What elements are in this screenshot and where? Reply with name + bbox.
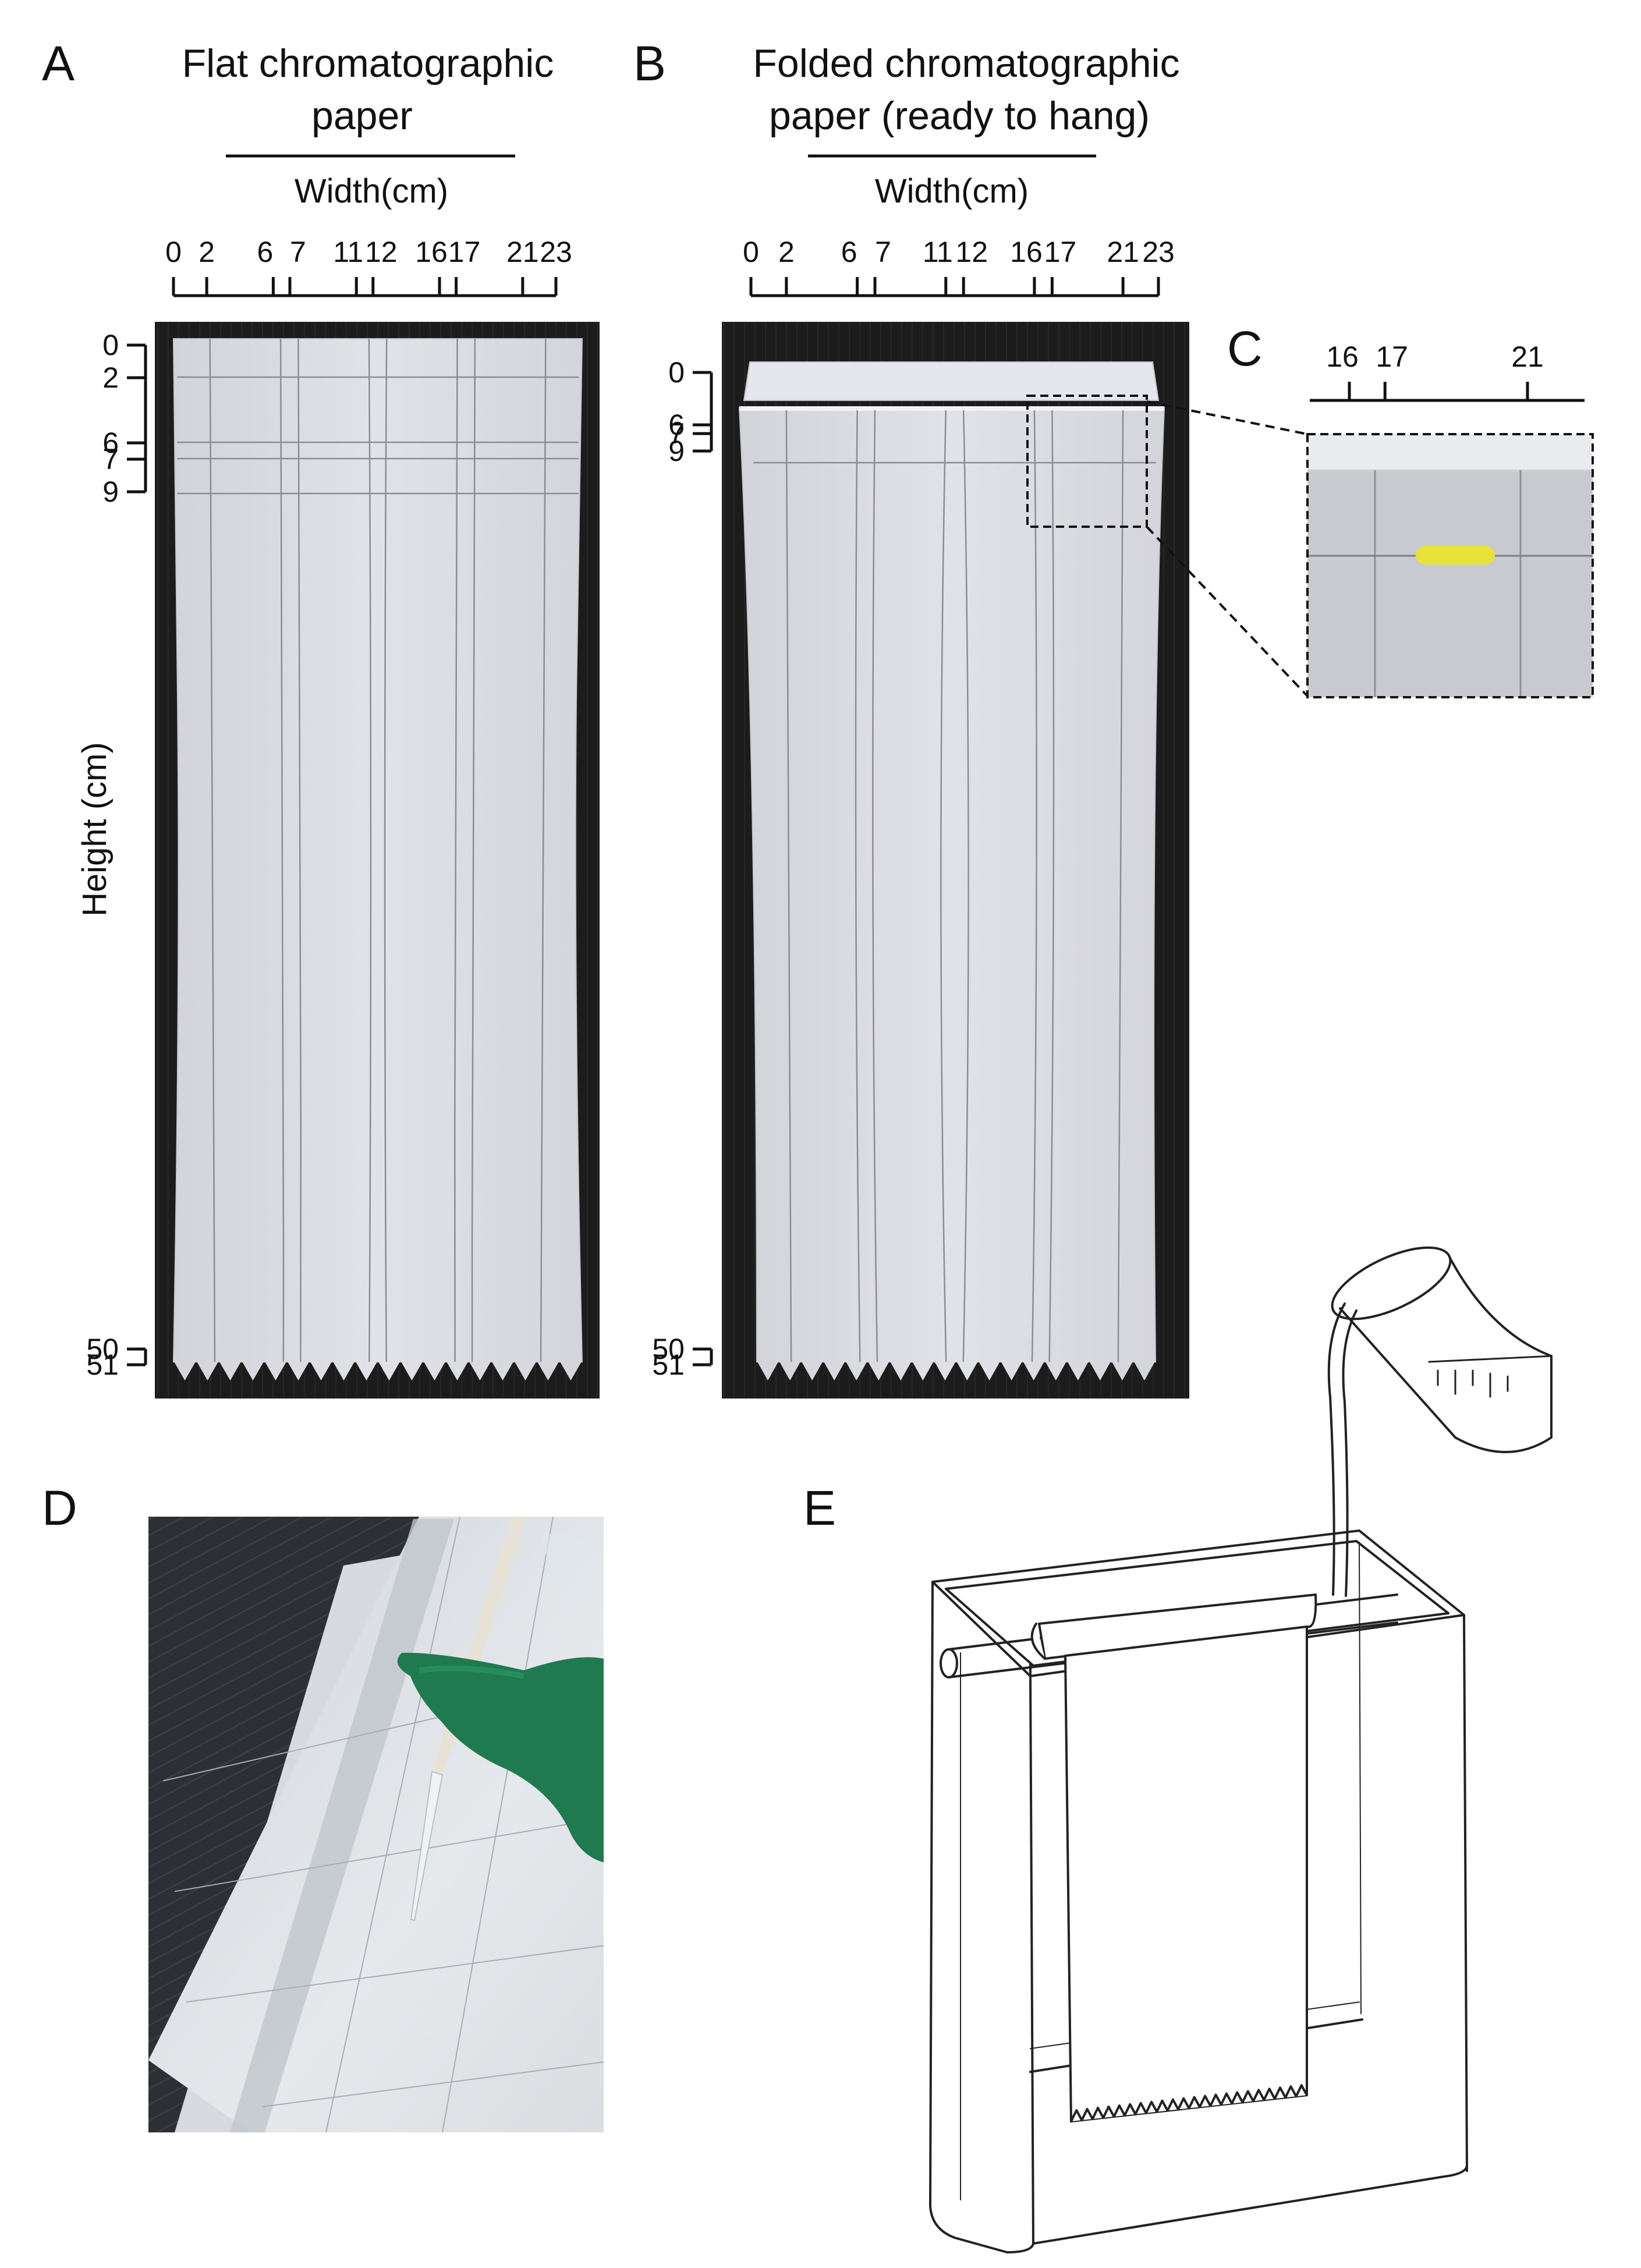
panel-b-height-tick-label-9: 9 xyxy=(668,435,685,467)
panel-b-width-tick-label-6: 6 xyxy=(841,236,857,268)
panel-a-width-tick-label-6: 6 xyxy=(257,236,273,268)
panel-a-height-tick-label-6: 6 xyxy=(102,427,119,459)
panel-c-zoom-photo xyxy=(1306,433,1594,698)
sample-spot xyxy=(1416,546,1495,565)
panel-b-height-tick-label-6: 6 xyxy=(668,409,685,441)
zoom-connector-top xyxy=(1146,400,1308,435)
hanging-paper xyxy=(1030,1593,1317,2123)
panel-b-title-line2: paper (ready to hang) xyxy=(769,94,1150,138)
panel-b-paper xyxy=(738,407,1165,1362)
panel-a-height-tick-label-51: 51 xyxy=(86,1348,119,1381)
panel-b-zoom-box xyxy=(1026,395,1148,528)
zoom-connector-bottom xyxy=(1146,526,1309,697)
panel-e-illustration xyxy=(929,1246,1553,2253)
panel-b-width-label: Width(cm) xyxy=(875,172,1029,210)
panel-b-width-tick-label-7: 7 xyxy=(875,236,891,268)
panel-b-width-tick-label-21: 21 xyxy=(1107,236,1139,268)
panel-a-title-line2: paper xyxy=(311,94,413,138)
panel-a-width-tick-label-16: 16 xyxy=(415,236,448,268)
panel-b-width-tick-label-2: 2 xyxy=(778,236,795,268)
panel-b-height-tick-label-7: 7 xyxy=(668,417,685,450)
panel-b-width-tick-label-17: 17 xyxy=(1044,236,1077,268)
panel-a-zigzag-edge xyxy=(173,1361,582,1380)
panel-a: A Flat chromatographic paper Width(cm) 0… xyxy=(42,36,600,1399)
panel-b-photo xyxy=(722,322,1189,1399)
panel-a-height-tick-label-0: 0 xyxy=(102,329,119,361)
panel-d: D xyxy=(42,1481,604,2132)
panel-a-width-label: Width(cm) xyxy=(295,172,448,210)
panel-a-grid-lines xyxy=(177,338,579,1362)
panel-b-width-tick-label-11: 11 xyxy=(923,236,953,268)
panel-a-width-tick-label-2: 2 xyxy=(199,236,215,268)
panel-e-letter: E xyxy=(803,1481,836,1535)
panel-a-width-tick-label-0: 0 xyxy=(165,236,182,268)
panel-d-photo xyxy=(148,1517,604,2132)
panel-c-width-tick-label-21: 21 xyxy=(1511,340,1544,373)
panel-b-height-tick-label-51: 51 xyxy=(652,1348,685,1381)
panel-b-width-tick-label-12: 12 xyxy=(955,236,988,268)
panel-b-title-line1: Folded chromatographic xyxy=(753,41,1179,86)
panel-a-title-line1: Flat chromatographic xyxy=(182,41,554,86)
beaker xyxy=(1331,1246,1553,1453)
panel-a-width-tick-label-11: 11 xyxy=(333,236,363,268)
panel-a-width-tick-label-21: 21 xyxy=(506,236,539,268)
panel-a-height-tick-label-2: 2 xyxy=(102,361,119,394)
panel-a-height-tick-label-9: 9 xyxy=(102,475,119,508)
panel-a-height-tick-label-7: 7 xyxy=(102,443,119,475)
panel-a-letter: A xyxy=(42,36,75,91)
panel-a-width-tick-label-7: 7 xyxy=(290,236,306,268)
panel-c-width-tick-label-16: 16 xyxy=(1326,340,1359,373)
panel-b-width-tick-label-16: 16 xyxy=(1010,236,1043,268)
panel-b-height-tick-label-0: 0 xyxy=(668,356,685,389)
panel-c-width-axis: 16 17 21 xyxy=(1310,340,1585,402)
panel-a-paper xyxy=(172,338,583,1362)
glove xyxy=(397,1652,604,1862)
panel-b: B Folded chromatographic paper (ready to… xyxy=(633,36,1309,1399)
panel-e: E xyxy=(803,1246,1553,2253)
panel-a-height-tick-label-50: 50 xyxy=(86,1333,119,1365)
panel-a-width-tick-label-23: 23 xyxy=(540,236,572,268)
panel-b-width-tick-label-23: 23 xyxy=(1142,236,1175,268)
panel-c: C 16 17 21 xyxy=(1227,321,1594,698)
panel-b-letter: B xyxy=(633,36,666,91)
panel-a-width-tick-label-17: 17 xyxy=(448,236,481,268)
panel-a-width-tick-label-12: 12 xyxy=(365,236,398,268)
panel-d-letter: D xyxy=(42,1481,77,1535)
panel-b-folded-flap xyxy=(743,361,1160,401)
panel-c-letter: C xyxy=(1227,321,1263,376)
panel-b-zigzag-edge xyxy=(757,1361,1156,1380)
solvent-stream xyxy=(1327,1302,1358,1597)
panel-c-width-tick-label-17: 17 xyxy=(1376,340,1408,373)
panel-a-height-label: Height (cm) xyxy=(76,742,114,917)
panel-a-photo xyxy=(155,322,600,1399)
panel-b-width-tick-label-0: 0 xyxy=(743,236,759,268)
panel-b-height-tick-label-50: 50 xyxy=(652,1333,685,1365)
